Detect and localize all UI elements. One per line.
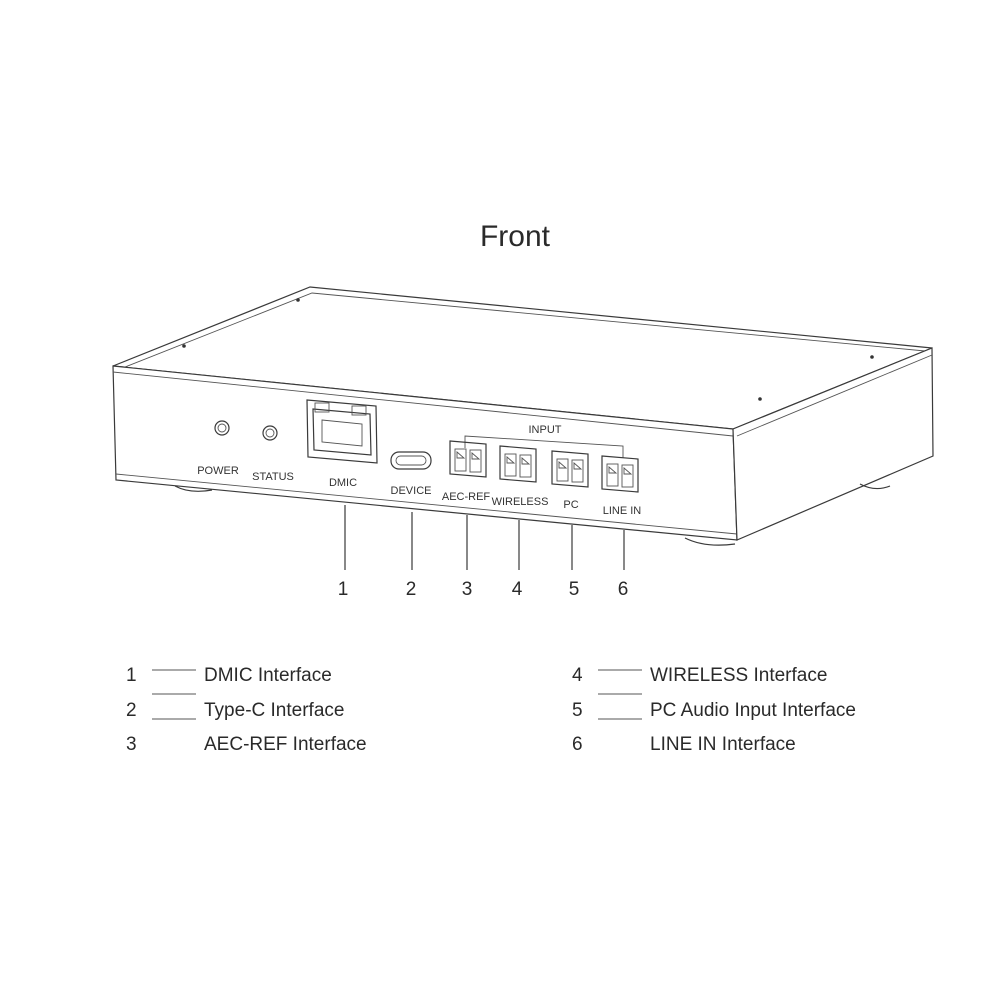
aec-ref-label: AEC-REF [442,491,491,503]
callout-number: 6 [618,579,629,600]
wireless-label: WIRELESS [492,496,549,508]
line-in-label: LINE IN [603,505,642,517]
dmic-label: DMIC [329,477,357,489]
legend-item-line-in: LINE IN Interface [650,734,796,755]
callout-number: 2 [406,579,417,600]
legend: 1 DMIC Interface 2 Type-C Interface 3 AE… [126,665,856,755]
status-indicator [262,425,278,441]
device-body [112,286,934,546]
legend-number: 4 [572,665,583,686]
device-label: DEVICE [391,485,432,497]
callout-number: 3 [462,579,473,600]
legend-number: 2 [126,700,137,721]
legend-item-aec-ref: AEC-REF Interface [204,734,367,755]
callout-number: 5 [569,579,580,600]
legend-item-pc-audio: PC Audio Input Interface [650,700,856,721]
callout-number: 4 [512,579,523,600]
legend-number: 5 [572,700,583,721]
power-label: POWER [197,465,239,477]
type-c-port [390,451,432,470]
callout-number: 1 [338,579,349,600]
wireless-connector [499,445,537,483]
legend-number: 3 [126,734,137,755]
legend-number: 1 [126,665,137,686]
diagram-title: Front [480,220,551,253]
legend-number: 6 [572,734,583,755]
pc-connector [551,450,589,488]
aec-ref-connector [449,440,487,478]
legend-item-dmic: DMIC Interface [204,665,332,686]
input-group-label: INPUT [529,424,562,436]
status-label: STATUS [252,471,294,483]
callout-leaders [344,505,625,570]
legend-item-type-c: Type-C Interface [204,700,344,721]
legend-item-wireless: WIRELESS Interface [650,665,827,686]
power-indicator [214,420,230,436]
dmic-port [306,399,378,464]
line-in-connector [601,455,639,493]
pc-label: PC [563,499,578,511]
